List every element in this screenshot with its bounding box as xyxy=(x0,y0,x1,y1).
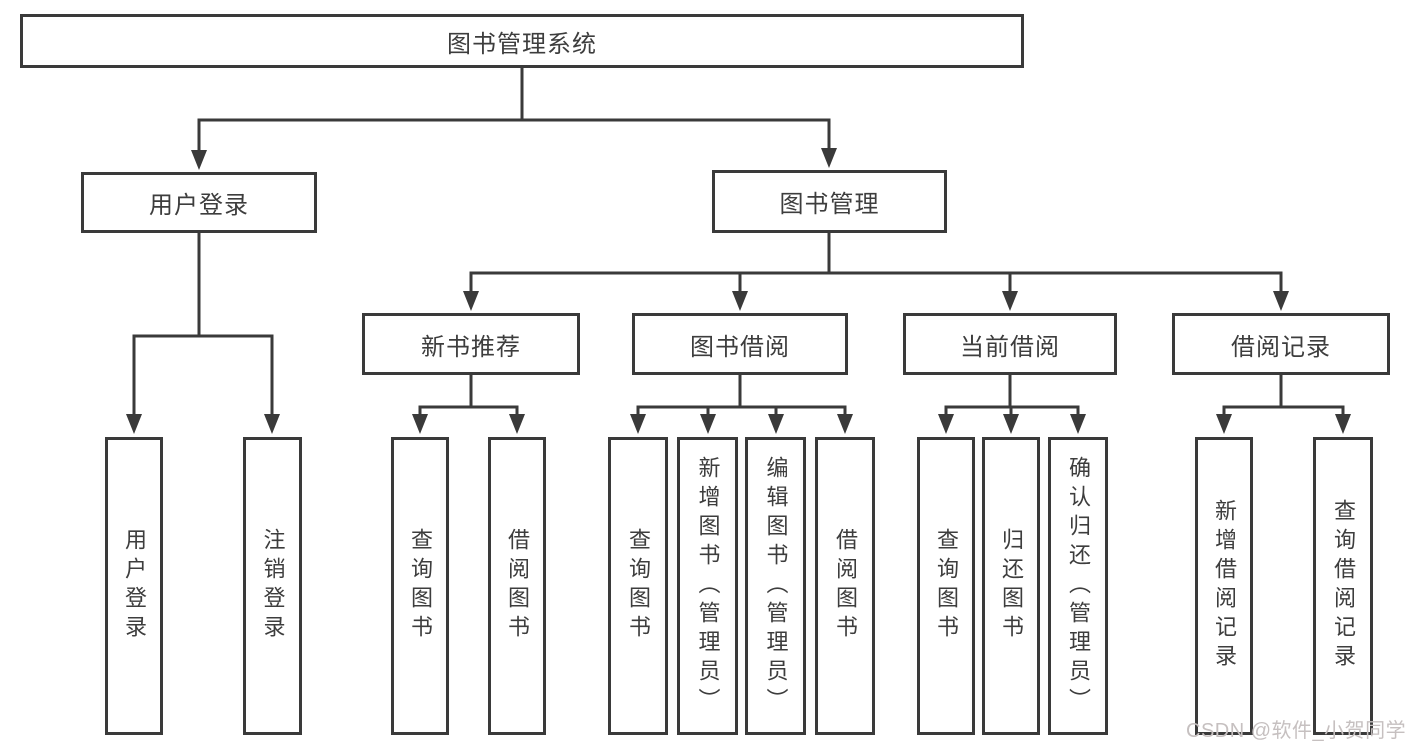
node-label: 新书推荐 xyxy=(421,333,521,361)
node-label: 图书管理 xyxy=(779,191,880,218)
leaf-label: 查询图书 xyxy=(934,528,959,644)
node-book-borrow: 图书借阅 xyxy=(632,313,848,375)
leaf-borrow-edit-books-admin: 编辑图书（管理员） xyxy=(745,437,806,735)
connector-paths xyxy=(132,68,1345,416)
node-new-book-recommend: 新书推荐 xyxy=(362,313,580,375)
node-current-borrow: 当前借阅 xyxy=(903,313,1117,375)
arrowheads xyxy=(126,148,1351,434)
node-label: 当前借阅 xyxy=(960,333,1060,361)
leaf-label: 借阅图书 xyxy=(505,528,530,644)
leaf-current-confirm-return-admin: 确认归还（管理员） xyxy=(1048,437,1108,735)
leaf-label: 查询借阅记录 xyxy=(1331,499,1356,673)
node-label: 图书管理系统 xyxy=(447,30,597,58)
node-user-login: 用户登录 xyxy=(81,172,317,233)
watermark-text: CSDN @软件_小贺同学 xyxy=(1186,720,1405,742)
leaf-record-query: 查询借阅记录 xyxy=(1313,437,1373,735)
leaf-label: 注销登录 xyxy=(260,528,286,644)
leaf-label: 新增图书（管理员） xyxy=(695,455,721,717)
leaf-label: 用户登录 xyxy=(122,528,147,644)
leaf-borrow-add-books-admin: 新增图书（管理员） xyxy=(677,437,738,735)
leaf-rec-query-books: 查询图书 xyxy=(391,437,449,735)
leaf-user-login: 用户登录 xyxy=(105,437,163,735)
leaf-label: 确认归还（管理员） xyxy=(1066,455,1091,717)
node-root: 图书管理系统 xyxy=(20,14,1024,68)
leaf-record-add: 新增借阅记录 xyxy=(1195,437,1253,735)
leaf-label: 归还图书 xyxy=(999,528,1024,644)
leaf-label: 查询图书 xyxy=(626,528,651,644)
node-book-management: 图书管理 xyxy=(712,170,947,233)
leaf-current-query-books: 查询图书 xyxy=(917,437,975,735)
leaf-logout: 注销登录 xyxy=(243,437,302,735)
node-label: 图书借阅 xyxy=(690,333,790,361)
leaf-label: 新增借阅记录 xyxy=(1212,499,1237,673)
leaf-label: 借阅图书 xyxy=(833,528,858,644)
leaf-rec-borrow-books: 借阅图书 xyxy=(488,437,546,735)
leaf-borrow-query-books: 查询图书 xyxy=(608,437,668,735)
leaf-current-return-books: 归还图书 xyxy=(982,437,1040,735)
node-borrow-record: 借阅记录 xyxy=(1172,313,1390,375)
leaf-label: 查询图书 xyxy=(408,528,433,644)
leaf-label: 编辑图书（管理员） xyxy=(763,455,789,717)
node-label: 借阅记录 xyxy=(1231,333,1331,361)
leaf-borrow-borrow-books: 借阅图书 xyxy=(815,437,875,735)
node-label: 用户登录 xyxy=(149,192,249,219)
